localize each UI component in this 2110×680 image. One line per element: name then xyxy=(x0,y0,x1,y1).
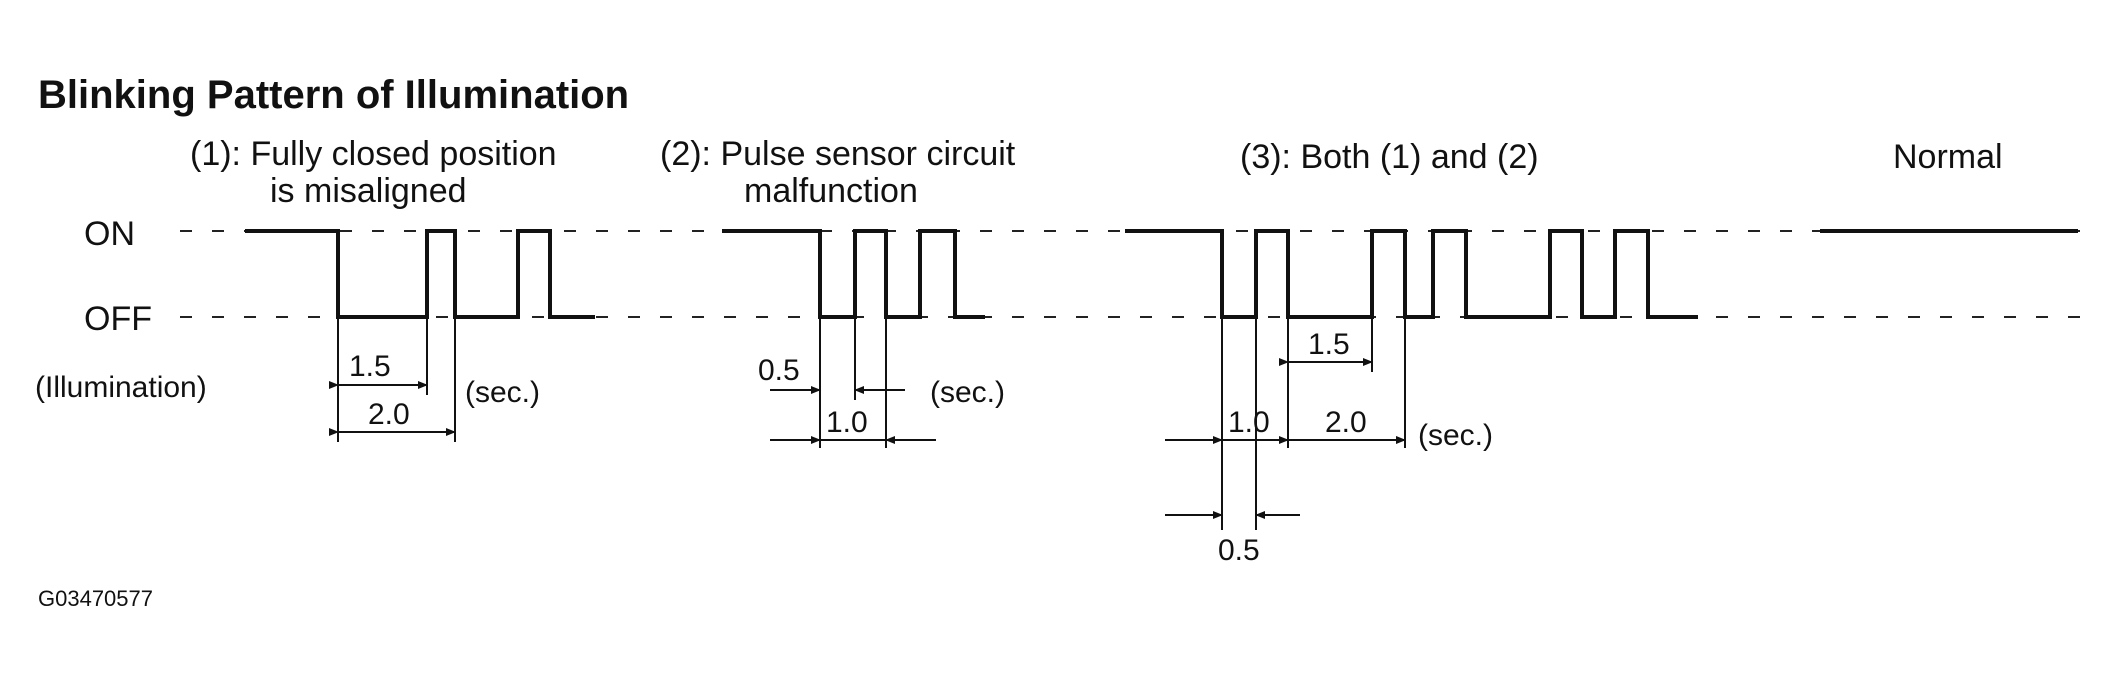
pattern-1-dim-b-text: 2.0 xyxy=(368,398,410,431)
pattern-1-waveform xyxy=(245,229,595,319)
pattern-2-dim-a-text: 0.5 xyxy=(758,354,800,387)
off-level-label: OFF xyxy=(84,300,152,338)
on-level-label: ON xyxy=(84,215,135,253)
pattern-3-unit: (sec.) xyxy=(1418,419,1493,452)
pattern-3-waveform xyxy=(1125,229,1698,319)
pattern-1-label-line2: is misaligned xyxy=(270,172,467,210)
pattern-3-dim-c-text: 2.0 xyxy=(1325,406,1367,439)
normal-label: Normal xyxy=(1893,138,2003,176)
diagram-title: Blinking Pattern of Illumination xyxy=(38,73,629,117)
pattern-2-waveform xyxy=(722,229,985,319)
pattern-3-dim-a-text: 1.5 xyxy=(1308,328,1350,361)
pattern-3-label: (3): Both (1) and (2) xyxy=(1240,138,1539,176)
pattern-1-label-line1: (1): Fully closed position xyxy=(190,135,557,173)
pattern-1-dim-a-text: 1.5 xyxy=(349,350,391,383)
pattern-1-unit: (sec.) xyxy=(465,376,540,409)
pattern-3-dim-d-text: 0.5 xyxy=(1218,534,1260,567)
pattern-3-dim-b-text: 1.0 xyxy=(1228,406,1270,439)
illumination-label: (Illumination) xyxy=(35,371,207,404)
pattern-2-label-line2: malfunction xyxy=(744,172,918,210)
pattern-2-unit: (sec.) xyxy=(930,376,1005,409)
pattern-2-dim-b-text: 1.0 xyxy=(826,406,868,439)
figure-id: G03470577 xyxy=(38,586,153,611)
pattern-2-label-line1: (2): Pulse sensor circuit xyxy=(660,135,1016,173)
